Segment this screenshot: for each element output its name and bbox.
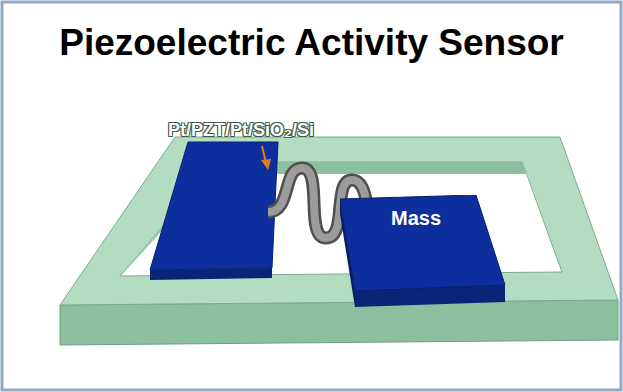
mass-block xyxy=(340,195,505,291)
electrode-pad-side xyxy=(150,268,272,280)
proof-mass: Mass xyxy=(340,195,508,291)
layer-stack-label: Pt/PZT/Pt/SiO₂/Si xyxy=(168,120,314,141)
frame-front-face xyxy=(60,300,618,345)
diagram-title: Piezoelectric Activity Sensor xyxy=(59,22,564,64)
frame-top-face xyxy=(60,137,618,305)
mass-label: Mass xyxy=(391,207,441,230)
electrode-pad xyxy=(150,142,278,270)
leader-arrowhead xyxy=(261,159,271,170)
